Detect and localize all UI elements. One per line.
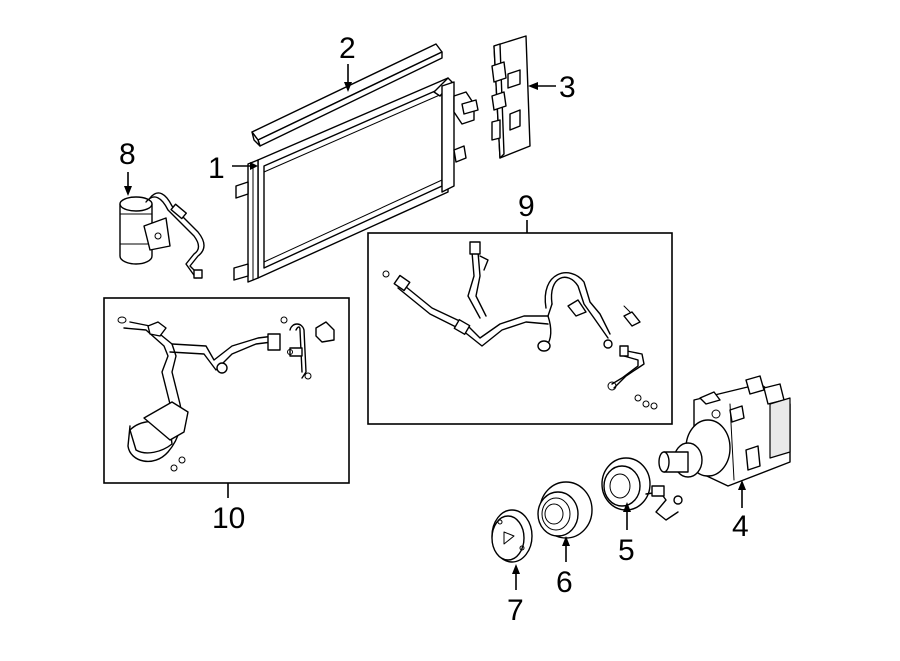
part-4-compressor[interactable] <box>658 375 791 487</box>
callout-10: 10 <box>212 502 245 535</box>
callout-5: 5 <box>618 534 635 567</box>
part-2-seal-strip[interactable] <box>251 43 443 147</box>
callout-8: 8 <box>119 138 136 171</box>
callout-arrows <box>124 64 746 590</box>
callout-4: 4 <box>732 510 749 543</box>
callout-6: 6 <box>556 566 573 599</box>
part-5-clutch-coil[interactable] <box>601 457 683 521</box>
callout-2: 2 <box>339 32 356 65</box>
callout-7: 7 <box>507 594 524 627</box>
part-8-receiver-drier[interactable] <box>119 192 205 279</box>
part-1-condenser[interactable] <box>233 77 479 283</box>
part-3-side-seal[interactable] <box>491 35 531 159</box>
part-9-pressure-line-group[interactable] <box>367 232 673 425</box>
callout-1: 1 <box>208 152 225 185</box>
part-7-clutch-plate[interactable] <box>491 509 533 563</box>
callout-9: 9 <box>518 190 535 223</box>
part-10-suction-line-group[interactable] <box>103 297 350 484</box>
callout-3: 3 <box>559 71 576 104</box>
part-6-pulley[interactable] <box>537 481 593 539</box>
